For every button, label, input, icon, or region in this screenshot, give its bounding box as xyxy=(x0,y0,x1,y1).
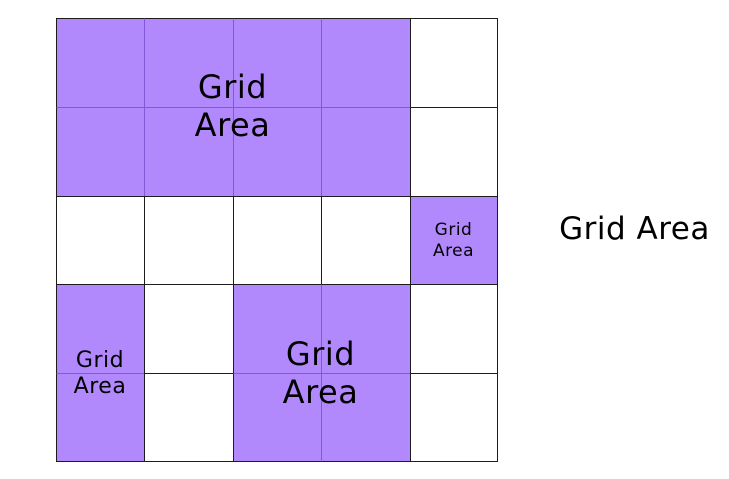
grid-area-legend-label: Grid Area xyxy=(559,210,710,247)
grid-cell-r5c1 xyxy=(56,373,145,462)
grid-cell-r3c3 xyxy=(232,195,322,285)
grid-cell-r1c5 xyxy=(409,18,498,107)
grid-cell-r2c4 xyxy=(321,106,410,196)
grid-container xyxy=(56,18,498,462)
grid-cell-r5c2 xyxy=(144,373,233,462)
grid-cell-r4c2 xyxy=(144,284,233,374)
grid-cell-r4c4 xyxy=(321,284,410,374)
grid-cell-r5c4 xyxy=(321,373,410,462)
grid-cell-r2c1 xyxy=(56,106,145,196)
grid-cell-r2c5 xyxy=(409,106,498,196)
grid-cell-r4c3 xyxy=(232,284,322,374)
grid-cell-r3c4 xyxy=(321,195,410,285)
grid-cell-r2c3 xyxy=(232,106,322,196)
grid-cell-r3c2 xyxy=(144,195,233,285)
grid-cell-r5c3 xyxy=(232,373,322,462)
grid-cell-r5c5 xyxy=(409,373,498,462)
grid-cell-r4c1 xyxy=(56,284,145,374)
grid-cell-r2c2 xyxy=(144,106,233,196)
grid-cell-r1c1 xyxy=(56,18,145,107)
grid-cell-r1c2 xyxy=(144,18,233,107)
grid-cell-r1c3 xyxy=(232,18,322,107)
grid-cell-r3c1 xyxy=(56,195,145,285)
grid-cell-r4c5 xyxy=(409,284,498,374)
grid-cell-r1c4 xyxy=(321,18,410,107)
grid-cell-r3c5 xyxy=(409,195,498,285)
